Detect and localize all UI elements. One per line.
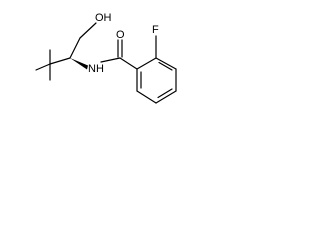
carbonyl-oxygen-label: O	[116, 29, 125, 41]
ring-bond-4	[155, 90, 177, 104]
hydroxyl-label: OH	[95, 12, 112, 24]
amide-nh-label: NH	[88, 63, 104, 75]
ring-bond-2	[155, 57, 177, 70]
ring-bond-1	[136, 57, 157, 70]
bond-carbonyl-to-ring	[119, 57, 138, 70]
bond-chiral-to-ch2	[69, 37, 81, 59]
bond-tbutyl-to-chiral	[49, 57, 71, 65]
bond-nh-to-carbonyl	[100, 57, 121, 63]
bond-ch2-to-oh	[79, 22, 97, 39]
chemical-structure-drawing: OH O F NH	[35, 12, 177, 104]
bond-tbutyl-methyl-left	[35, 63, 51, 71]
ring-inner-double-1	[158, 61, 173, 71]
ring-inner-double-2	[157, 88, 173, 99]
wedge-bond-chiral-to-nh	[70, 58, 88, 70]
fluorine-label: F	[152, 24, 159, 36]
ring-bond-5	[136, 90, 157, 104]
